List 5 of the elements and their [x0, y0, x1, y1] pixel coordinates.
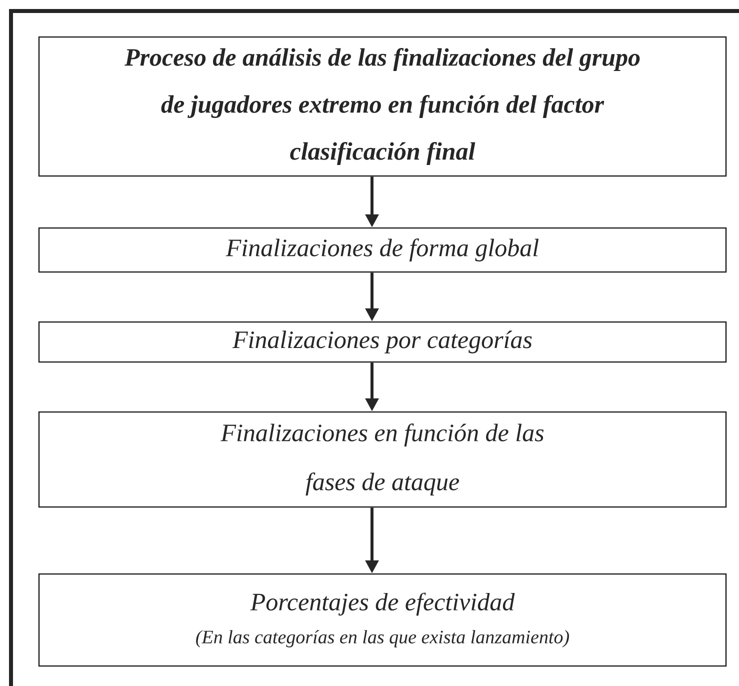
process-box: Finalizaciones por categorías: [38, 321, 727, 363]
process-box: Finalizaciones en función de las fases de ataque: [38, 411, 727, 508]
title-box: Proceso de análisis de las finalizaciones del grupo de jugadores extremo en función del factor clasificación final: [38, 36, 727, 177]
process-box: Finalizaciones de forma global: [38, 227, 727, 273]
process-box: Porcentajes de efectividad (En las categorías en las que exista lanzamiento): [38, 573, 727, 667]
